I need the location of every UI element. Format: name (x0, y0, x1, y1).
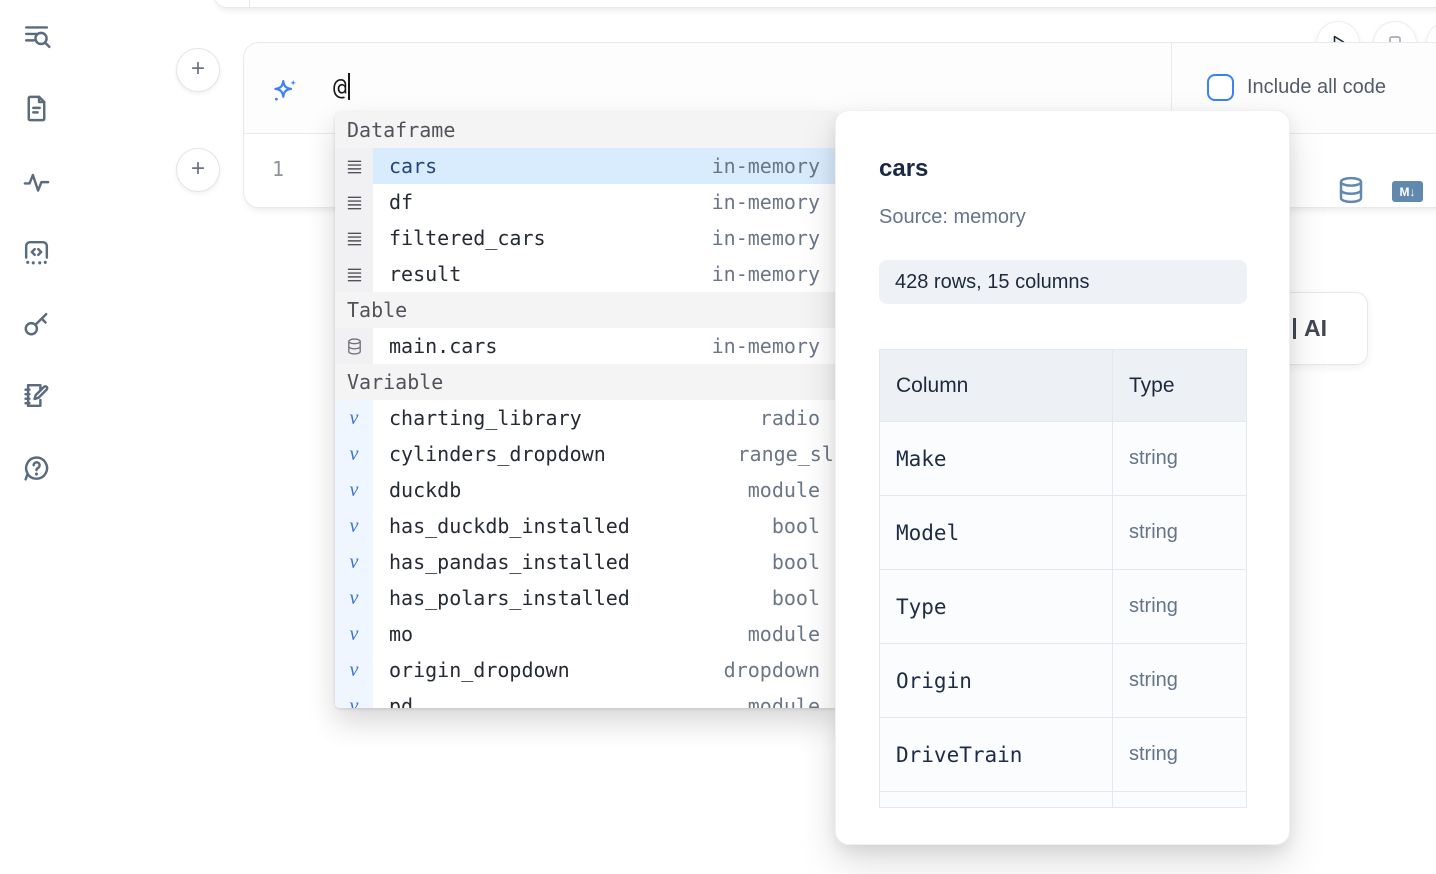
sidebar-item-toc-search[interactable] (16, 18, 56, 58)
autocomplete-item-has-polars-installed[interactable]: v has_polars_installed bool (335, 580, 838, 616)
ai-card-label: AI (1304, 315, 1327, 341)
add-cell-above-button[interactable]: + (176, 48, 220, 92)
autocomplete-item-result[interactable]: result in-memory (335, 256, 838, 292)
variable-icon: v (335, 652, 373, 688)
type-header: Type (1129, 373, 1175, 397)
autocomplete-item-cylinders-dropdown[interactable]: v cylinders_dropdown range_slider (335, 436, 838, 472)
code-editor[interactable]: 1 M↓ (244, 135, 1436, 207)
database-icon (1336, 176, 1366, 208)
sidebar-item-secrets[interactable] (16, 305, 56, 345)
table-row-partial (880, 792, 1246, 807)
sidebar-item-code-snippet[interactable] (16, 234, 56, 274)
autocomplete-item-has-duckdb-installed[interactable]: v has_duckdb_installed bool (335, 508, 838, 544)
include-all-code-toggle[interactable]: Include all code (1207, 74, 1386, 101)
previous-cell-gutter-divider (249, 0, 250, 7)
file-text-icon (21, 93, 52, 127)
message-question-icon (21, 453, 52, 487)
table-row: Type string (880, 570, 1246, 644)
autocomplete-item-charting-library[interactable]: v charting_library radio (335, 400, 838, 436)
variable-icon: v (335, 580, 373, 616)
autocomplete-item-duckdb[interactable]: v duckdb module (335, 472, 838, 508)
autocomplete-item-has-pandas-installed[interactable]: v has_pandas_installed bool (335, 544, 838, 580)
line-number: 1 (272, 157, 285, 181)
table-header-row: Column Type (880, 350, 1246, 422)
notebook-pen-icon (21, 380, 52, 414)
prompt-value: @ (333, 75, 347, 101)
code-square-icon (21, 237, 52, 271)
section-header-table: Table (335, 292, 838, 328)
dataframe-icon (335, 148, 373, 184)
variable-icon: v (335, 616, 373, 652)
variable-icon: v (335, 436, 373, 472)
data-sources-button[interactable] (1336, 175, 1366, 208)
variable-icon: v (335, 688, 373, 708)
include-all-code-label: Include all code (1247, 76, 1386, 98)
preview-title: cars (879, 155, 929, 182)
section-header-variable: Variable (335, 364, 838, 400)
preview-shape-badge: 428 rows, 15 columns (879, 260, 1247, 304)
sidebar-item-help[interactable] (16, 450, 56, 490)
table-row: Model string (880, 496, 1246, 570)
column-header: Column (880, 350, 1113, 421)
dataframe-icon (335, 256, 373, 292)
autocomplete-item-main-cars[interactable]: main.cars in-memory (335, 328, 838, 364)
ai-prompt-input[interactable]: @ (333, 73, 350, 101)
sidebar-item-scratchpad[interactable] (16, 377, 56, 417)
markdown-convert-button[interactable]: M↓ (1392, 181, 1423, 202)
previous-cell-edge (213, 0, 1436, 8)
preview-source: Source: memory (879, 206, 1026, 228)
activity-icon (21, 166, 52, 200)
dataframe-icon (335, 220, 373, 256)
autocomplete-item-cars[interactable]: cars in-memory (335, 148, 838, 184)
dataframe-preview-popover: cars Source: memory 428 rows, 15 columns… (835, 110, 1290, 845)
preview-schema-table: Column Type Make string Model string Typ… (879, 349, 1247, 808)
table-row: DriveTrain string (880, 718, 1246, 792)
text-cursor (347, 73, 350, 100)
autocomplete-item-pd[interactable]: v pd module (335, 688, 838, 708)
markdown-icon: M↓ (1399, 184, 1416, 199)
variable-icon: v (335, 508, 373, 544)
variable-icon: v (335, 544, 373, 580)
table-row: Origin string (880, 644, 1246, 718)
prompt-divider (1171, 43, 1172, 133)
variable-icon: v (335, 472, 373, 508)
autocomplete-item-filtered-cars[interactable]: filtered_cars in-memory (335, 220, 838, 256)
include-all-code-checkbox[interactable] (1207, 74, 1234, 101)
add-cell-below-button[interactable]: + (176, 148, 220, 192)
sparkles-ai-icon (271, 77, 299, 105)
table-database-icon (335, 328, 373, 364)
occluded-letter-fragment (1293, 318, 1296, 339)
autocomplete-item-df[interactable]: df in-memory (335, 184, 838, 220)
autocomplete-dropdown: Dataframe cars in-memory df in-memory fi… (335, 112, 838, 708)
key-icon (21, 308, 52, 342)
toc-search-icon (21, 21, 52, 55)
sidebar-item-snippets[interactable] (16, 90, 56, 130)
autocomplete-item-mo[interactable]: v mo module (335, 616, 838, 652)
sidebar-item-tracing[interactable] (16, 163, 56, 203)
table-row: Make string (880, 422, 1246, 496)
dataframe-icon (335, 184, 373, 220)
autocomplete-item-origin-dropdown[interactable]: v origin_dropdown dropdown (335, 652, 838, 688)
variable-icon: v (335, 400, 373, 436)
section-header-dataframe: Dataframe (335, 112, 838, 148)
